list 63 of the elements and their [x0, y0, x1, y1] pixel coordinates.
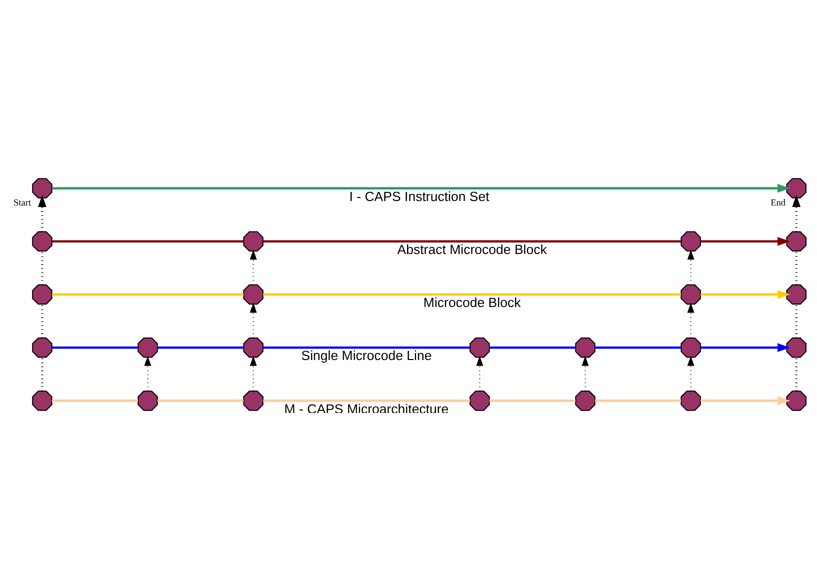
connector	[794, 356, 797, 391]
connector	[51, 292, 244, 296]
edge-label: Abstract Microcode Block	[396, 242, 546, 257]
connector	[156, 346, 244, 348]
arrow	[249, 249, 256, 285]
arrow	[38, 194, 46, 232]
edge-label: M - CAPS Microarchitecture	[284, 400, 448, 416]
connector	[51, 240, 244, 242]
node-octagon	[574, 336, 595, 358]
connector	[262, 240, 681, 242]
node-octagon	[32, 336, 52, 358]
arrow	[581, 355, 588, 392]
node-label: End	[770, 198, 786, 208]
arrow	[476, 355, 483, 392]
arrow	[249, 355, 256, 392]
connector	[262, 346, 470, 348]
node-octagon	[32, 284, 52, 304]
node-octagon	[786, 390, 806, 410]
connector	[156, 399, 244, 402]
node-octagon	[680, 284, 700, 304]
arrow	[686, 249, 694, 285]
node-octagon	[32, 230, 52, 252]
node-octagon	[32, 390, 52, 410]
node-octagon	[786, 178, 806, 198]
arrow	[700, 396, 790, 405]
connector	[488, 346, 576, 348]
node-octagon	[137, 390, 158, 410]
connector	[262, 292, 681, 296]
node-octagon	[137, 336, 158, 358]
arrow	[700, 342, 790, 352]
edge-label: I - CAPS Instruction Set	[348, 188, 489, 204]
node-octagon	[574, 390, 595, 410]
node-octagon	[786, 284, 806, 304]
node-octagon	[242, 336, 263, 358]
node-octagon	[786, 230, 806, 252]
arrow	[249, 302, 256, 338]
arrow	[700, 236, 790, 246]
node-octagon	[680, 390, 700, 410]
node-octagon	[32, 178, 52, 198]
connector	[594, 399, 681, 402]
edge-label: Single Microcode Line	[300, 348, 432, 363]
arrow	[700, 290, 790, 298]
connector	[51, 399, 138, 402]
node-octagon	[680, 230, 700, 252]
connector	[594, 346, 681, 348]
node-octagon	[242, 284, 263, 304]
node-octagon	[469, 390, 490, 410]
connector	[262, 399, 470, 402]
node-octagon	[786, 336, 806, 358]
node-octagon	[242, 390, 263, 410]
arrow	[52, 183, 790, 192]
arrow	[792, 194, 800, 232]
connector	[40, 356, 43, 391]
edge-label: Microcode Block	[422, 294, 520, 310]
arrow	[686, 355, 694, 392]
connector	[488, 399, 576, 402]
node-octagon	[242, 230, 263, 252]
node-label: Start	[13, 198, 31, 208]
arrow	[686, 302, 694, 338]
node-octagon	[469, 336, 490, 358]
node-octagon	[680, 336, 700, 358]
arrow	[144, 355, 151, 392]
connector	[51, 346, 138, 348]
